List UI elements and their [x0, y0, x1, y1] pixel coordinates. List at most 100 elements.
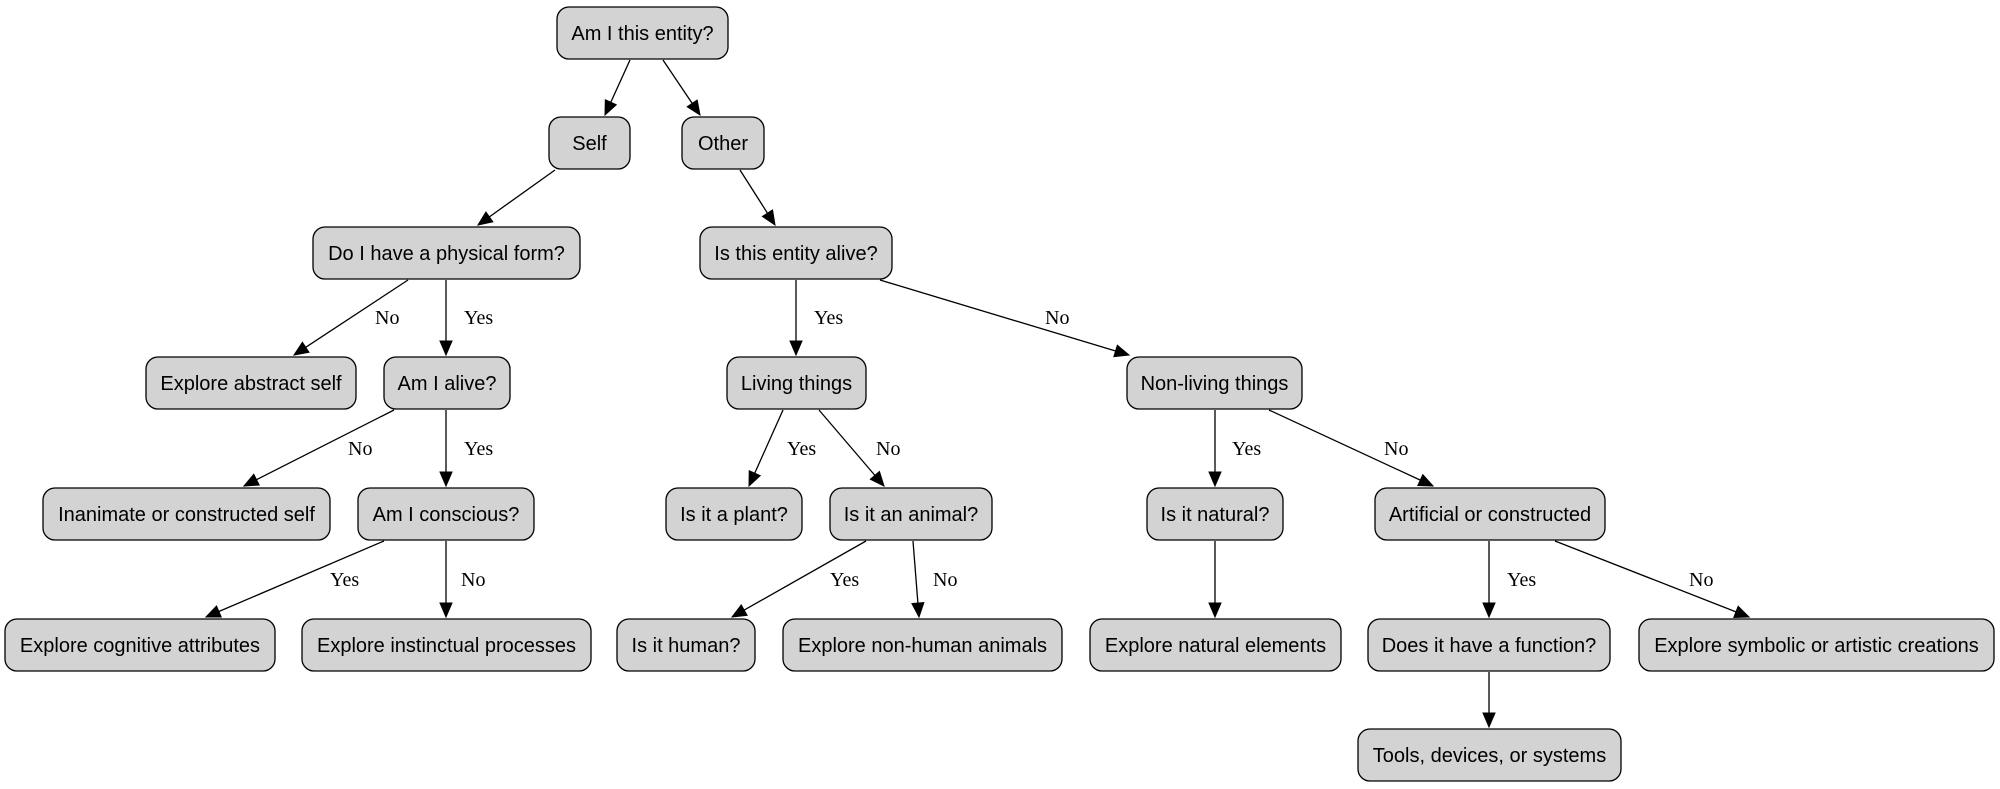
- node-artificial: Artificial or constructed: [1374, 487, 1606, 541]
- edge-label: Yes: [464, 307, 493, 329]
- node-living: Living things: [726, 356, 867, 410]
- node-box: [1089, 618, 1342, 672]
- node-physical: Do I have a physical form?: [312, 226, 581, 280]
- node-box: [829, 487, 993, 541]
- edge-artificial-to-symbolic: No: [1554, 540, 1751, 619]
- node-label: Living things: [741, 373, 852, 395]
- node-label: Artificial or constructed: [1389, 504, 1591, 526]
- edge-am_alive-to-conscious: Yes: [439, 410, 493, 488]
- node-box: [1638, 618, 1995, 672]
- node-natural-elements: Explore natural elements: [1089, 618, 1342, 672]
- edge-other-to-alive_entity: [739, 169, 776, 227]
- edge-nonliving-to-artificial: No: [1268, 409, 1435, 487]
- node-box: [42, 487, 331, 541]
- arrowhead-icon: [686, 99, 701, 117]
- node-label: Self: [572, 133, 607, 155]
- arrowhead-icon: [439, 471, 453, 488]
- edge-alive_entity-to-nonliving: No: [879, 279, 1131, 358]
- edge-am_alive-to-inanimate: No: [242, 409, 395, 487]
- edge-root-to-other: [662, 59, 701, 117]
- edge-conscious-to-cognitive: Yes: [204, 540, 385, 618]
- node-label: Am I this entity?: [571, 23, 713, 45]
- edge-physical-to-am_alive: Yes: [439, 280, 493, 357]
- edge-function-to-tools: [1482, 672, 1496, 729]
- node-box: [312, 226, 581, 280]
- node-box: [556, 6, 729, 60]
- edge-nonliving-to-natural: Yes: [1208, 410, 1261, 488]
- edge-line: [305, 279, 409, 348]
- node-box: [1374, 487, 1606, 541]
- edge-living-to-plant: Yes: [748, 409, 816, 488]
- arrowhead-icon: [1482, 712, 1496, 729]
- arrowhead-icon: [1482, 602, 1496, 619]
- node-box: [301, 618, 592, 672]
- node-label: Is it human?: [632, 635, 741, 657]
- node-nonliving: Non-living things: [1126, 356, 1303, 410]
- node-box: [616, 618, 756, 672]
- edge-line: [818, 409, 876, 476]
- node-box: [1126, 356, 1303, 410]
- node-natural: Is it natural?: [1146, 487, 1284, 541]
- arrowhead-icon: [242, 473, 260, 487]
- node-label: Non-living things: [1141, 373, 1289, 395]
- node-human: Is it human?: [616, 618, 756, 672]
- edge-alive_entity-to-living: Yes: [789, 280, 843, 357]
- edge-line: [879, 279, 1116, 352]
- edge-line: [218, 540, 385, 613]
- node-box: [1357, 728, 1622, 782]
- node-function: Does it have a function?: [1367, 618, 1611, 672]
- node-plant: Is it a plant?: [665, 487, 803, 541]
- node-box: [357, 487, 535, 541]
- arrowhead-icon: [204, 605, 222, 618]
- node-abstract: Explore abstract self: [145, 356, 357, 410]
- node-alive-entity: Is this entity alive?: [699, 226, 893, 280]
- node-symbolic: Explore symbolic or artistic creations: [1638, 618, 1995, 672]
- node-nonhuman: Explore non-human animals: [782, 618, 1063, 672]
- edge-natural-to-natural_elements: [1208, 541, 1222, 619]
- arrowhead-icon: [730, 603, 748, 618]
- node-animal: Is it an animal?: [829, 487, 993, 541]
- node-box: [782, 618, 1063, 672]
- edge-line: [743, 540, 867, 611]
- node-other: Other: [681, 116, 765, 170]
- arrowhead-icon: [761, 209, 776, 227]
- node-cognitive: Explore cognitive attributes: [4, 618, 276, 672]
- arrowhead-icon: [1417, 473, 1435, 487]
- edge-label: No: [375, 307, 399, 329]
- edge-line: [739, 169, 769, 214]
- node-conscious: Am I conscious?: [357, 487, 535, 541]
- node-self: Self: [548, 116, 631, 170]
- arrowhead-icon: [911, 602, 925, 619]
- edge-line: [662, 59, 693, 104]
- edge-line: [912, 540, 919, 604]
- node-label: Explore cognitive attributes: [20, 635, 260, 657]
- node-label: Explore instinctual processes: [317, 635, 576, 657]
- node-box: [726, 356, 867, 410]
- node-box: [681, 116, 765, 170]
- arrowhead-icon: [476, 211, 494, 226]
- edge-label: No: [1689, 569, 1713, 591]
- edge-label: No: [461, 569, 485, 591]
- edge-animal-to-nonhuman: No: [911, 540, 957, 619]
- node-label: Tools, devices, or systems: [1373, 745, 1606, 767]
- node-label: Other: [698, 133, 748, 155]
- node-am-alive: Am I alive?: [383, 356, 511, 410]
- arrowhead-icon: [1733, 605, 1751, 619]
- arrowhead-icon: [604, 99, 618, 117]
- edge-label: Yes: [787, 438, 816, 460]
- node-label: Is it a plant?: [680, 504, 788, 526]
- arrowhead-icon: [1208, 471, 1222, 488]
- arrowhead-icon: [789, 340, 803, 357]
- node-box: [699, 226, 893, 280]
- edge-conscious-to-instinctual: No: [439, 541, 485, 619]
- node-box: [1146, 487, 1284, 541]
- node-inanimate: Inanimate or constructed self: [42, 487, 331, 541]
- arrowhead-icon: [748, 470, 762, 488]
- node-label: Am I conscious?: [373, 504, 520, 526]
- node-box: [665, 487, 803, 541]
- arrowhead-icon: [1113, 344, 1131, 358]
- node-label: Am I alive?: [398, 373, 497, 395]
- node-box: [1367, 618, 1611, 672]
